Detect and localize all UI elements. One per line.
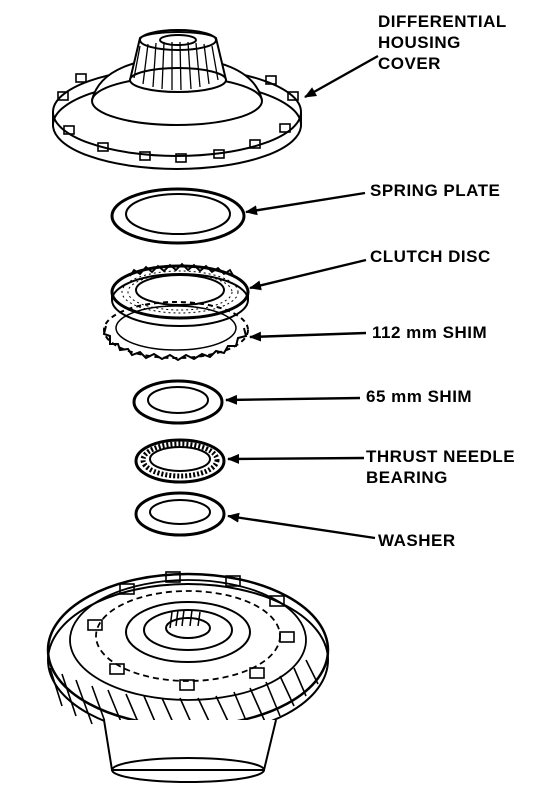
label-line: DIFFERENTIAL [378,12,507,31]
clutch-disc [110,262,250,327]
arrow-housing-cover [304,54,379,99]
label-spring-plate: SPRING PLATE [370,181,501,200]
label-clutch-disc: CLUTCH DISC [370,247,491,266]
shim-65mm [132,379,224,425]
shim-112mm [102,301,249,362]
label-65mm-shim: 65 mm SHIM [366,387,473,406]
thrust-needle-bearing [134,438,226,484]
label-line: THRUST NEEDLE [366,447,516,466]
arrow-shim-112 [249,331,367,342]
differential-gear-assembly [46,571,330,783]
washer [134,491,226,537]
arrow-thrust-bearing [227,453,365,464]
label-washer: WASHER [378,531,456,550]
label-differential-housing-cover: DIFFERENTIAL HOUSING COVER [378,11,507,74]
leader-arrows [225,54,379,540]
spring-plate [110,187,246,245]
arrow-clutch-disc [249,258,367,291]
label-line: HOUSING [378,33,461,52]
label-112mm-shim: 112 mm SHIM [372,323,488,342]
label-line: BEARING [366,468,448,487]
label-line: COVER [378,54,441,73]
arrow-washer [227,512,376,540]
arrow-spring-plate [245,191,366,216]
arrow-shim-65 [225,394,361,405]
differential-housing-cover [52,29,302,170]
label-thrust-needle-bearing: THRUST NEEDLE BEARING [366,446,515,488]
